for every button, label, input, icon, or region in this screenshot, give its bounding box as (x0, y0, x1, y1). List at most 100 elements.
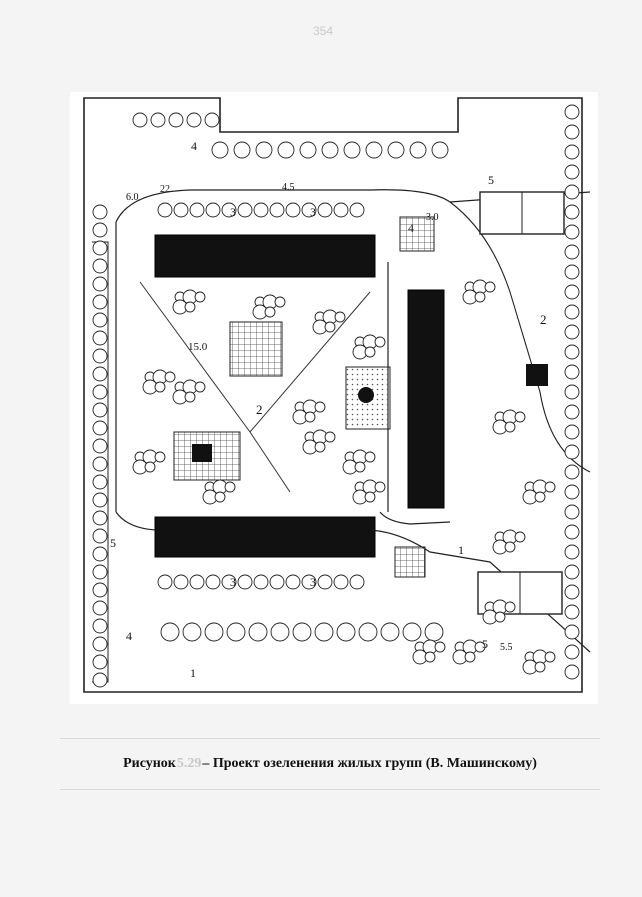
tree-cluster (354, 461, 366, 473)
tree-right-row (564, 504, 580, 520)
tree-top-left (204, 112, 220, 128)
tree-cluster (494, 611, 506, 623)
tree-cluster (194, 291, 206, 303)
tree-right-row (564, 184, 580, 200)
tree-north-court (253, 202, 269, 218)
tree-cluster (504, 541, 516, 553)
tree-right-row (564, 384, 580, 400)
tree-right-row (564, 484, 580, 500)
tree-right-row (564, 104, 580, 120)
tree-north-court (317, 202, 333, 218)
tree-top-left (150, 112, 166, 128)
tree-south-row (204, 622, 224, 642)
tree-left-row (92, 546, 108, 562)
tree-cluster (504, 601, 516, 613)
plan-label: 1 (458, 543, 464, 557)
block-outline (83, 97, 583, 693)
inner-road-north (115, 189, 591, 223)
tree-cluster (534, 661, 546, 673)
tree-left-row (92, 456, 108, 472)
tree-cluster (314, 401, 326, 413)
tree-north-court (157, 202, 173, 218)
tree-cluster (434, 641, 446, 653)
tree-left-row (92, 240, 108, 256)
building-north (154, 234, 376, 278)
tree-cluster (534, 491, 546, 503)
tree-right-row (564, 604, 580, 620)
tree-cluster (484, 281, 496, 293)
tree-cluster (274, 296, 286, 308)
tree-cluster (154, 381, 166, 393)
tree-south-court (301, 574, 317, 590)
tree-right-row (564, 564, 580, 580)
plan-label: 5 (482, 637, 488, 651)
tree-left-row (92, 654, 108, 670)
tree-left-row (92, 438, 108, 454)
tree-left-row (92, 582, 108, 598)
tree-cluster (474, 291, 486, 303)
tree-cluster (144, 461, 156, 473)
tree-right-row (564, 544, 580, 560)
playground-4 (394, 546, 426, 578)
tree-top-row (299, 141, 317, 159)
sandbox (192, 444, 212, 462)
tree-left-row (92, 294, 108, 310)
plan-label: 4.5 (282, 182, 295, 193)
tree-right-row (564, 444, 580, 460)
tree-right-row (564, 624, 580, 640)
tree-top-row (277, 141, 295, 159)
tree-south-row (270, 622, 290, 642)
tree-top-row (387, 141, 405, 159)
plan-label: 6.0 (126, 192, 139, 203)
tree-right-row (564, 264, 580, 280)
plan-label: 5 (488, 173, 494, 187)
tree-left-row (92, 420, 108, 436)
tree-left-row (92, 528, 108, 544)
tree-right-row (564, 304, 580, 320)
tree-north-court (301, 202, 317, 218)
tree-top-row (211, 141, 229, 159)
tree-left-row (92, 618, 108, 634)
tree-cluster (264, 306, 276, 318)
tree-south-court (205, 574, 221, 590)
tree-south-row (248, 622, 268, 642)
tree-right-row (564, 244, 580, 260)
tree-right-row (564, 344, 580, 360)
tree-left-row (92, 258, 108, 274)
tree-left-row (92, 474, 108, 490)
tree-left-row (92, 204, 108, 220)
caption-text: – Проект озеленения жилых групп (В. Маши… (202, 756, 537, 771)
tree-cluster (154, 451, 166, 463)
tree-cluster (214, 491, 226, 503)
tree-north-court (285, 202, 301, 218)
tree-right-row (564, 464, 580, 480)
tree-south-court (221, 574, 237, 590)
tree-south-row (358, 622, 378, 642)
tree-south-court (349, 574, 365, 590)
tree-cluster (374, 481, 386, 493)
tree-left-row (92, 384, 108, 400)
tree-cluster (504, 421, 516, 433)
plan-label: 2 (256, 402, 263, 417)
tree-left-row (92, 366, 108, 382)
tree-cluster (224, 481, 236, 493)
tree-left-row (92, 312, 108, 328)
tree-top-row (343, 141, 361, 159)
tree-top-left (168, 112, 184, 128)
tree-left-row (92, 510, 108, 526)
tree-south-court (157, 574, 173, 590)
tree-south-court (173, 574, 189, 590)
tree-left-row (92, 636, 108, 652)
tree-cluster (164, 371, 176, 383)
tree-top-row (233, 141, 251, 159)
tree-south-row (336, 622, 356, 642)
tree-south-court (285, 574, 301, 590)
tree-north-court (269, 202, 285, 218)
tree-cluster (324, 321, 336, 333)
playground-1 (229, 321, 283, 377)
tree-south-court (317, 574, 333, 590)
tree-cluster (304, 411, 316, 423)
tree-cluster (544, 651, 556, 663)
tree-left-row (92, 330, 108, 346)
